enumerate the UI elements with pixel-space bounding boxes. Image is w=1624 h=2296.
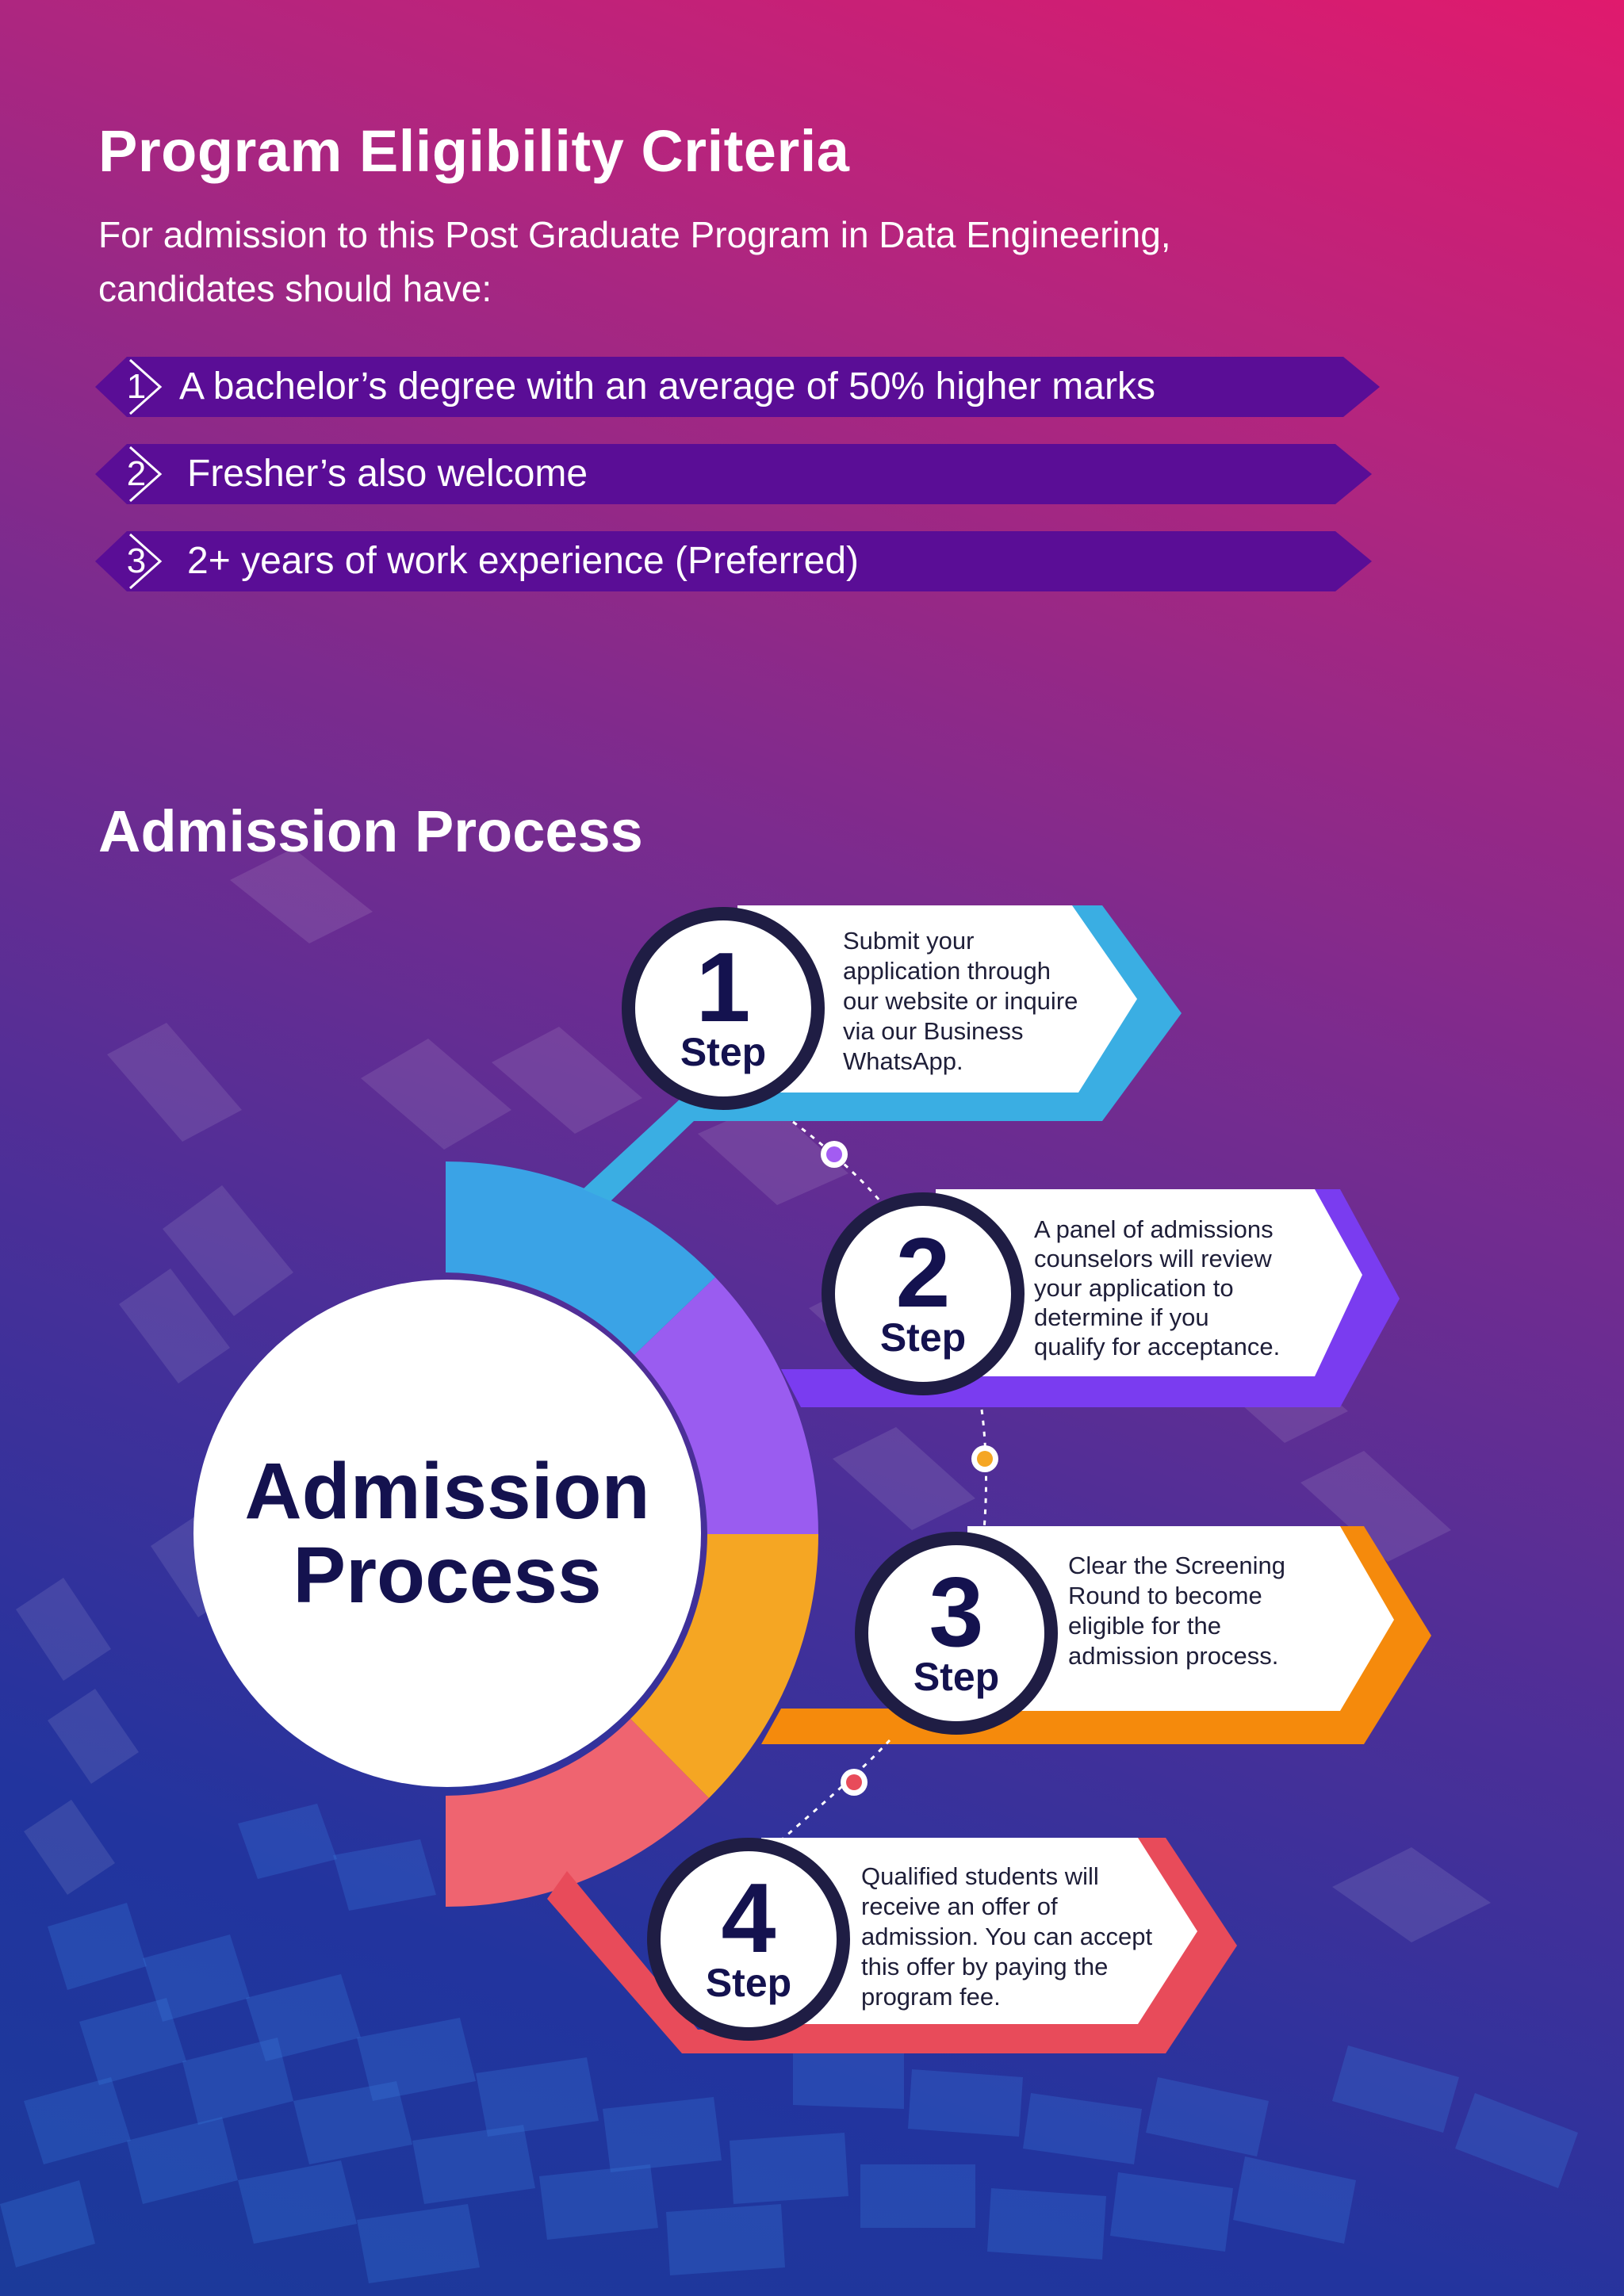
step-label: Step [680,1030,767,1074]
connector-4 [547,1871,761,2053]
step-label: Step [879,1315,967,1360]
step-text-line: Clear the Screening [1068,1552,1285,1579]
step-2-text: A panel of admissions counselors will re… [1034,1215,1280,1361]
criteria-number: 1 [126,367,147,406]
step-text-line: eligible for the [1068,1612,1222,1640]
admission-title: Admission Process [98,798,643,864]
step-card-1 [737,905,1182,1121]
step-label: Step [913,1655,1000,1699]
criteria-bar [127,444,1372,504]
criteria-item-2: 2 Fresher’s also welcome [95,444,1372,504]
step-text-line: admission process. [1068,1642,1279,1670]
step-text-line: A panel of admissions [1034,1215,1274,1243]
step-badge-2: 2 Step [822,1192,1025,1395]
step-text-line: qualify for acceptance. [1034,1333,1281,1360]
step-text-line: Submit your [843,927,975,955]
criteria-number: 2 [126,454,147,493]
step-label: Step [705,1961,792,2005]
eligibility-title: Program Eligibility Criteria [98,118,850,184]
ring-segment-3 [630,1534,819,1798]
step-number: 2 [895,1219,951,1328]
step-1-text: Submit your application through our webs… [843,926,1078,1077]
criteria-text: Fresher’s also welcome [187,453,588,495]
step-card-2 [936,1189,1400,1407]
step-number: 4 [721,1864,776,1973]
criteria-item-3: 3 2+ years of work experience (Preferred… [95,531,1372,591]
criteria-number: 3 [126,541,147,580]
criteria-chevron-icon [95,531,163,591]
step-number: 3 [929,1558,984,1667]
step-text-line: program fee. [861,1983,1001,2011]
intro-line-2: candidates should have: [98,268,492,309]
step-number: 1 [695,933,751,1043]
step-text-line: WhatsApp. [843,1047,963,1075]
step-text-line: Round to become [1068,1582,1262,1609]
connector-1 [583,1097,801,1201]
criteria-text: A bachelor’s degree with an average of 5… [179,365,1155,408]
ring-segment-4 [446,1719,709,1908]
ring-segment-2 [634,1277,818,1534]
step-text-line: determine if you [1034,1303,1209,1331]
step-text-line: our website or inquire [843,987,1078,1015]
center-circle: Admission Process [193,1280,701,1787]
step-badge-3: 3 Step [855,1532,1058,1735]
step-text-line: admission. You can accept [861,1923,1153,1950]
center-line-2: Process [293,1531,602,1620]
eligibility-intro: For admission to this Post Graduate Prog… [98,208,1446,316]
step-cards [737,905,1431,2053]
step-4-text: Qualified students will receive an offer… [861,1862,1152,2012]
step-badge-4: 4 Step [647,1838,850,2041]
criteria-chevron-icon [95,444,163,504]
step-card-4 [761,1838,1237,2053]
step-card-3 [967,1526,1431,1744]
criteria-bar [127,531,1372,591]
criteria-bar [127,357,1380,417]
step-text-line: counselors will review [1034,1245,1272,1272]
criteria-chevron-icon [95,357,163,417]
step-text-line: your application to [1034,1274,1234,1302]
ring-segment-1 [446,1161,715,1355]
step-text-line: application through [843,957,1051,985]
step-badge-1: 1 Step [622,907,825,1110]
step-3-text: Clear the Screening Round to become elig… [1068,1551,1285,1671]
step-text-line: via our Business [843,1017,1024,1045]
connector-dots [821,1141,998,1796]
criteria-text: 2+ years of work experience (Preferred) [187,540,860,582]
step-text-line: this offer by paying the [861,1953,1109,1980]
ring-segments [446,1161,819,1908]
step-text-line: Qualified students will [861,1862,1099,1890]
center-line-1: Admission [244,1447,650,1536]
step-text-line: receive an offer of [861,1892,1058,1920]
intro-line-1: For admission to this Post Graduate Prog… [98,214,1171,255]
criteria-item-1: 1 A bachelor’s degree with an average of… [95,357,1380,417]
